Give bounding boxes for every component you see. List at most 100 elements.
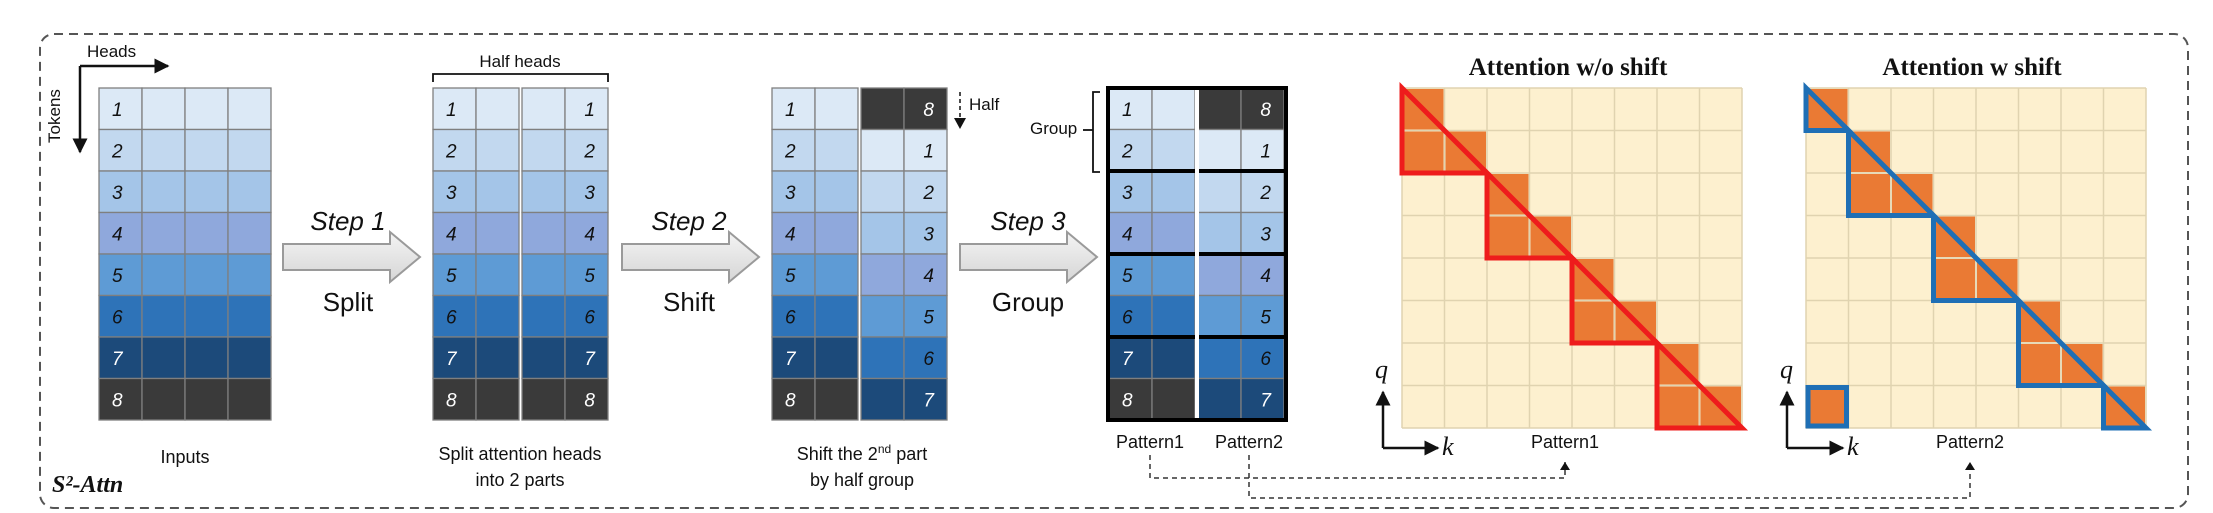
pattern1-connector (1149, 455, 1566, 479)
split-left-row-cell (432, 336, 477, 380)
matrix2-block-outline (1803, 81, 1855, 133)
inputs-row-number: 1 (112, 100, 123, 121)
shift-right-row-number: 8 (923, 100, 934, 121)
split-right-row-cell (564, 87, 609, 131)
split-left-row-number: 6 (446, 307, 457, 328)
shift-left-row-number: 8 (785, 390, 796, 411)
split-left-row-number: 4 (446, 224, 457, 245)
group-left-row-number: 4 (1122, 224, 1133, 245)
step2-arrow-shape (621, 229, 761, 285)
inputs-row-cell (184, 87, 229, 131)
group-left-row-cell (1151, 336, 1196, 380)
matrix1-attention-cell (1488, 216, 1529, 257)
split-left-row-cell (475, 128, 520, 172)
heads-axis-label: Heads (87, 42, 136, 61)
group-label: Group (1030, 119, 1077, 138)
split-left-row-cell (475, 211, 520, 255)
group-left-row-cell (1151, 211, 1196, 255)
split-left-row-number: 7 (446, 349, 458, 370)
shift-left-row-cell (814, 336, 859, 380)
split-right-row-cell (521, 253, 566, 297)
inputs-row-cell (98, 211, 143, 255)
matrix2-k-label: k (1847, 432, 1859, 461)
inputs-row-cell (227, 294, 272, 338)
split-right-row-number: 5 (584, 266, 595, 287)
inputs-row-number: 4 (112, 224, 123, 245)
group-right-row-number: 6 (1260, 349, 1271, 370)
matrix1-title: Attention w/o shift (1469, 54, 1668, 81)
group-left-row-number: 2 (1121, 141, 1133, 162)
shift-caption-line2: by half group (810, 470, 914, 490)
half-arrow-head (954, 118, 966, 129)
split-right-row-cell (564, 377, 609, 421)
inputs-row-cell (141, 377, 186, 421)
split-left-row-number: 2 (445, 141, 457, 162)
inputs-row-cell (141, 87, 186, 131)
matrix1-attention-cell (1403, 131, 1444, 172)
split-right-row-number: 3 (584, 183, 595, 204)
shift-right-row-cell (860, 128, 905, 172)
matrix1-block-outline (1399, 81, 1494, 176)
inputs-caption: Inputs (160, 447, 209, 467)
group-right-row-cell (1197, 253, 1242, 297)
split-right-row-number: 7 (584, 349, 596, 370)
inputs-row-number: 2 (111, 141, 123, 162)
shift-right-row-cell (903, 253, 948, 297)
matrix1-grid (1399, 81, 1749, 431)
shift-left-row-cell (814, 294, 859, 338)
half-label: Half (969, 95, 1000, 114)
group-right-row-number: 8 (1260, 100, 1271, 121)
inputs-row-cell (98, 377, 143, 421)
group-frames (1106, 86, 1288, 422)
shift-right-row-number: 6 (923, 349, 934, 370)
split-right-row-cell (564, 128, 609, 172)
group-right-row-number: 2 (1259, 183, 1271, 204)
tokens-axis-label: Tokens (45, 89, 64, 143)
group-right-row-cell (1240, 87, 1285, 131)
split-left-row-cell (475, 170, 520, 214)
inputs-row-cell (227, 211, 272, 255)
step1-arrow: Step 1 Split (282, 206, 422, 317)
group-brace (1092, 91, 1100, 173)
inputs-row-number: 5 (112, 266, 123, 287)
shift-right-row-cell (903, 87, 948, 131)
inputs-row-cell (141, 211, 186, 255)
inputs-row-cell (141, 253, 186, 297)
shift-right-row-number: 5 (923, 307, 934, 328)
group-right-row-number: 7 (1260, 390, 1272, 411)
shift-right-row-cell (860, 377, 905, 421)
split-right-row-cell (564, 336, 609, 380)
inputs-row-number: 3 (112, 183, 123, 204)
split-left-row-cell (432, 377, 477, 421)
inputs-row-cell (227, 170, 272, 214)
pattern1-connector-head (1560, 462, 1570, 470)
step2-label: Step 2 (651, 206, 727, 236)
shift-caption-line1: Shift the 2nd part (797, 442, 927, 464)
matrix2-block-outline (2101, 379, 2153, 431)
shift-left-row-number: 6 (785, 307, 796, 328)
shift-left-row-number: 4 (785, 224, 796, 245)
attention-matrix-without-shift: Attention w/o shift q k Pattern1 (1375, 54, 1749, 461)
split-left-row-number: 5 (446, 266, 457, 287)
inputs-row-cell (184, 294, 229, 338)
split-right-row-cell (564, 211, 609, 255)
inputs-row-cell (227, 128, 272, 172)
group-right-row-cell (1240, 128, 1285, 172)
half-heads-label: Half heads (479, 52, 560, 71)
shift-left-row-cell (771, 253, 816, 297)
matrix1-attention-cell (1573, 301, 1614, 342)
inputs-row-cell (98, 294, 143, 338)
shift-left-row-cell (814, 128, 859, 172)
group-right-row-number: 4 (1260, 266, 1271, 287)
shift-right-row-cell (860, 170, 905, 214)
shift-left-row-number: 3 (785, 183, 796, 204)
shift-left-row-cell (814, 87, 859, 131)
split-right-row-cell (564, 294, 609, 338)
group-left-row-cell (1151, 170, 1196, 214)
